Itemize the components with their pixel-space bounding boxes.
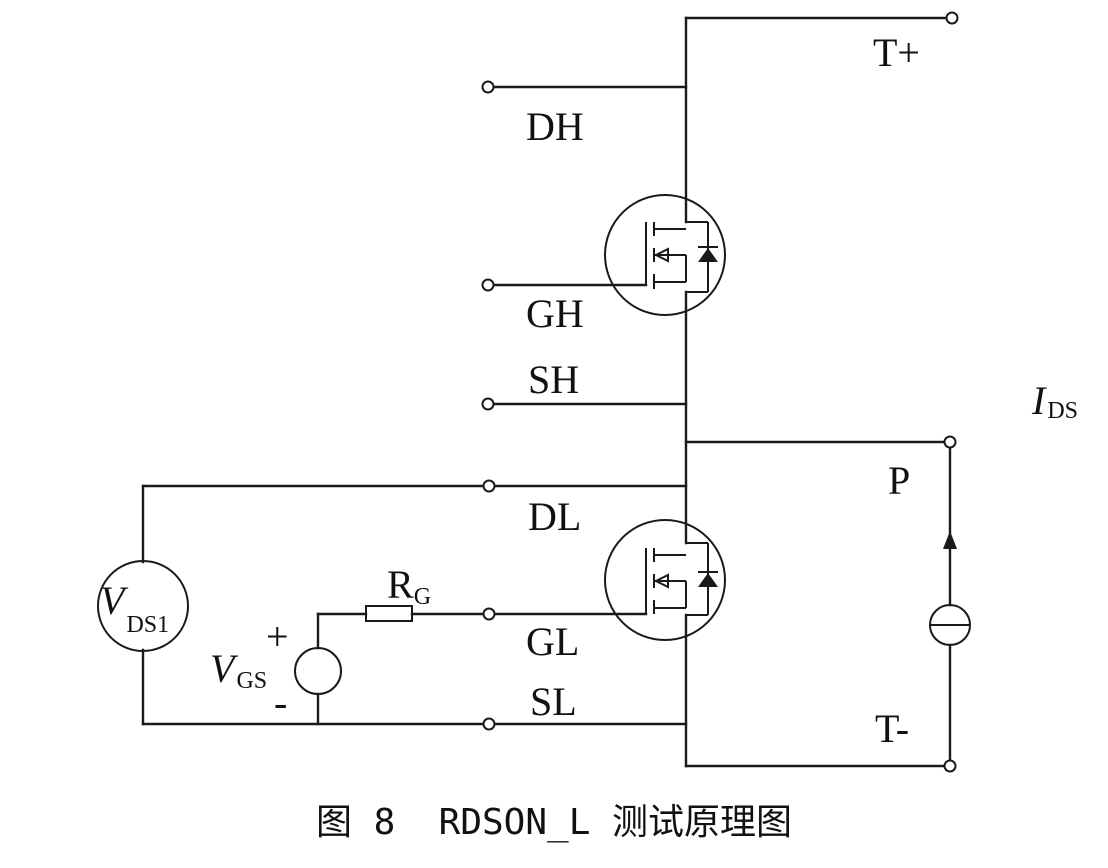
dl-wire [141, 479, 688, 726]
rg-label: RG [387, 562, 431, 610]
ids-current-source [929, 531, 971, 646]
dl-label: DL [528, 494, 581, 539]
dh-terminal[interactable] [481, 80, 495, 94]
gh-terminal[interactable] [481, 278, 495, 292]
gl-wire [316, 605, 648, 726]
gh-wire [481, 278, 648, 292]
gh-label: GH [526, 291, 584, 336]
sh-terminal[interactable] [481, 397, 495, 411]
sh-wire [481, 397, 688, 411]
dh-label: DH [526, 104, 584, 149]
vgs-plus-sign: + [266, 614, 289, 659]
current-arrow-icon [943, 531, 957, 549]
t-plus-terminal[interactable] [945, 11, 959, 25]
p-label: P [888, 458, 910, 503]
rg-resistor [365, 605, 413, 622]
low-side-mosfet [604, 519, 726, 641]
vds1-label: VDS1 [100, 578, 169, 638]
vgs-minus-sign: - [274, 680, 287, 725]
sl-terminal[interactable] [482, 717, 496, 731]
sl-label: SL [530, 679, 577, 724]
t-plus-wire [684, 11, 959, 25]
dl-terminal[interactable] [482, 479, 496, 493]
gl-label: GL [526, 619, 579, 664]
sl-wire [141, 717, 688, 731]
t-minus-label: T- [875, 706, 909, 751]
sh-label: SH [528, 357, 579, 402]
dh-wire [481, 80, 688, 94]
high-side-mosfet [604, 194, 726, 316]
p-terminal[interactable] [943, 435, 957, 449]
t-plus-label: T+ [873, 30, 920, 75]
gl-terminal[interactable] [482, 607, 496, 621]
vds1-meter [97, 560, 189, 652]
vgs-source [294, 647, 342, 695]
t-minus-wire [684, 446, 957, 773]
figure-caption: 图 8 RDSON_L 测试原理图 [316, 802, 792, 843]
vgs-label: VGS [210, 646, 267, 694]
p-wire [684, 435, 957, 449]
t-minus-terminal[interactable] [943, 759, 957, 773]
ids-label: IDS [1031, 378, 1078, 424]
